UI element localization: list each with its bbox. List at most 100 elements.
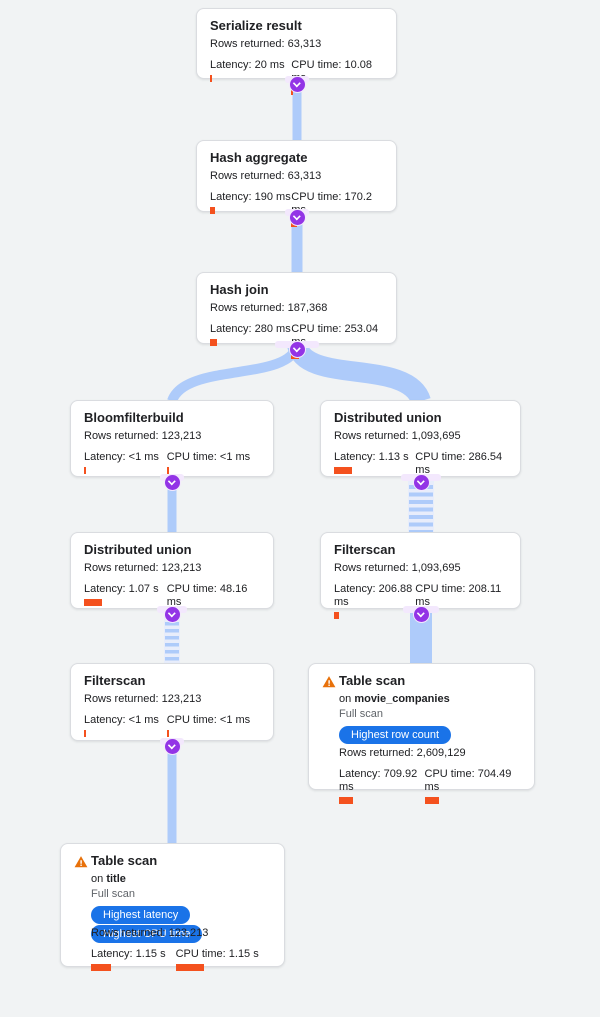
latency-label: Latency: 709.92 ms xyxy=(339,768,418,793)
rows-returned: Rows returned: 123,213 xyxy=(84,562,202,574)
latency-bar xyxy=(334,612,339,619)
latency-metric: Latency: 1.07 s xyxy=(84,583,167,619)
cpu-label: CPU time: 48.16 ms xyxy=(166,583,248,608)
latency-label: Latency: 1.07 s xyxy=(84,583,159,595)
node-connector-toggle[interactable] xyxy=(165,607,180,622)
node-title: Hash join xyxy=(210,282,269,297)
latency-metric: Latency: 280 ms xyxy=(210,323,291,359)
rows-returned: Rows returned: 123,213 xyxy=(91,927,209,939)
node-serialize-result[interactable]: Serialize result Rows returned: 63,313 L… xyxy=(196,8,397,95)
cpu-label: CPU time: 286.54 ms xyxy=(415,451,503,476)
latency-metric: Latency: 190 ms xyxy=(210,191,291,227)
cpu-label: CPU time: 704.49 ms xyxy=(424,768,512,793)
node-connector-toggle[interactable] xyxy=(290,210,305,225)
latency-label: Latency: 206.88 ms xyxy=(334,583,413,608)
badge-highest-row-count: Highest row count xyxy=(339,726,452,744)
chevron-down-icon xyxy=(294,213,300,219)
rows-returned: Rows returned: 63,313 xyxy=(210,38,322,50)
chevron-down-icon xyxy=(169,478,175,484)
rows-returned: Rows returned: 2,609,129 xyxy=(339,747,466,759)
cpu-label: CPU time: 208.11 ms xyxy=(415,583,502,608)
scan-type: Full scan xyxy=(339,708,384,720)
latency-metric: Latency: 1.13 s xyxy=(334,451,415,487)
latency-metric: Latency: <1 ms xyxy=(84,714,167,737)
rows-returned: Rows returned: 63,313 xyxy=(210,170,322,182)
cpu-metric: CPU time: 286.54 ms xyxy=(415,451,507,487)
cpu-bar xyxy=(291,88,294,95)
warning-icon xyxy=(74,855,88,869)
node-title: Bloomfilterbuild xyxy=(84,410,184,425)
table-name: title xyxy=(106,873,126,885)
node-table-scan-title[interactable]: Table scan on title Full scan Highest la… xyxy=(60,843,285,971)
cpu-label: CPU time: <1 ms xyxy=(166,714,251,726)
cpu-bar xyxy=(166,467,169,474)
cpu-metric: CPU time: <1 ms xyxy=(166,451,260,474)
node-connector-toggle[interactable] xyxy=(290,342,305,357)
node-filterscan-left[interactable]: Filterscan Rows returned: 123,213 Latenc… xyxy=(70,663,274,741)
chevron-down-icon xyxy=(169,610,175,616)
node-bloomfilterbuild[interactable]: Bloomfilterbuild Rows returned: 123,213 … xyxy=(70,400,274,477)
table-name-line: on movie_companies xyxy=(339,693,450,705)
rows-returned: Rows returned: 1,093,695 xyxy=(334,562,461,574)
scan-type: Full scan xyxy=(91,888,136,900)
latency-label: Latency: 1.15 s xyxy=(91,948,166,960)
latency-label: Latency: <1 ms xyxy=(84,451,159,463)
chevron-down-icon xyxy=(294,80,300,86)
latency-bar xyxy=(210,207,215,214)
cpu-metric: CPU time: 704.49 ms xyxy=(424,768,521,804)
node-connector-toggle[interactable] xyxy=(414,475,429,490)
node-title: Hash aggregate xyxy=(210,150,308,165)
node-hash-join[interactable]: Hash join Rows returned: 187,368 Latency… xyxy=(196,272,397,359)
node-title: Table scan xyxy=(339,673,406,688)
rows-returned: Rows returned: 123,213 xyxy=(84,693,202,705)
warning-icon xyxy=(322,675,336,689)
table-name: movie_companies xyxy=(354,693,450,705)
latency-label: Latency: 280 ms xyxy=(210,323,291,335)
cpu-metric: CPU time: 208.11 ms xyxy=(415,583,507,619)
edge xyxy=(287,341,431,406)
latency-label: Latency: 190 ms xyxy=(210,191,291,203)
node-title: Filterscan xyxy=(334,542,396,557)
latency-bar xyxy=(84,599,102,606)
latency-metric: Latency: 709.92 ms xyxy=(339,768,425,804)
latency-label: Latency: 20 ms xyxy=(210,59,285,71)
latency-label: Latency: <1 ms xyxy=(84,714,159,726)
latency-bar xyxy=(210,75,212,82)
badge-highest-cpu-time: Highest CPU time xyxy=(91,925,203,943)
chevron-down-icon xyxy=(169,742,175,748)
node-connector-toggle[interactable] xyxy=(414,607,429,622)
cpu-metric: CPU time: 1.15 s xyxy=(175,948,271,971)
table-name-line: on title xyxy=(91,873,126,885)
cpu-bar xyxy=(175,964,204,971)
cpu-bar xyxy=(424,797,439,804)
chevron-down-icon xyxy=(418,478,424,484)
node-title: Distributed union xyxy=(334,410,442,425)
latency-bar xyxy=(84,467,86,474)
latency-metric: Latency: <1 ms xyxy=(84,451,167,474)
cpu-metric: CPU time: 48.16 ms xyxy=(166,583,260,619)
node-title: Filterscan xyxy=(84,673,146,688)
node-title: Serialize result xyxy=(210,18,302,33)
latency-metric: Latency: 1.15 s xyxy=(91,948,176,971)
cpu-label: CPU time: 1.15 s xyxy=(175,948,259,960)
node-connector-toggle[interactable] xyxy=(290,77,305,92)
node-connector-toggle[interactable] xyxy=(165,475,180,490)
node-filterscan-right[interactable]: Filterscan Rows returned: 1,093,695 Late… xyxy=(320,532,521,619)
cpu-bar xyxy=(166,730,169,737)
latency-label: Latency: 1.13 s xyxy=(334,451,409,463)
node-connector-toggle[interactable] xyxy=(165,739,180,754)
latency-bar xyxy=(84,730,86,737)
latency-metric: Latency: 206.88 ms xyxy=(334,583,415,619)
cpu-metric: CPU time: <1 ms xyxy=(166,714,260,737)
node-distributed-union-right[interactable]: Distributed union Rows returned: 1,093,6… xyxy=(320,400,521,487)
node-table-scan-movie-companies[interactable]: Table scan on movie_companies Full scan … xyxy=(308,663,535,804)
node-hash-aggregate[interactable]: Hash aggregate Rows returned: 63,313 Lat… xyxy=(196,140,397,227)
chevron-down-icon xyxy=(294,345,300,351)
chevron-down-icon xyxy=(418,610,424,616)
rows-returned: Rows returned: 187,368 xyxy=(210,302,328,314)
latency-bar xyxy=(210,339,217,346)
node-distributed-union-left[interactable]: Distributed union Rows returned: 123,213… xyxy=(70,532,274,619)
node-title: Table scan xyxy=(91,853,158,868)
badge-highest-latency: Highest latency xyxy=(91,906,191,924)
rows-returned: Rows returned: 1,093,695 xyxy=(334,430,461,442)
